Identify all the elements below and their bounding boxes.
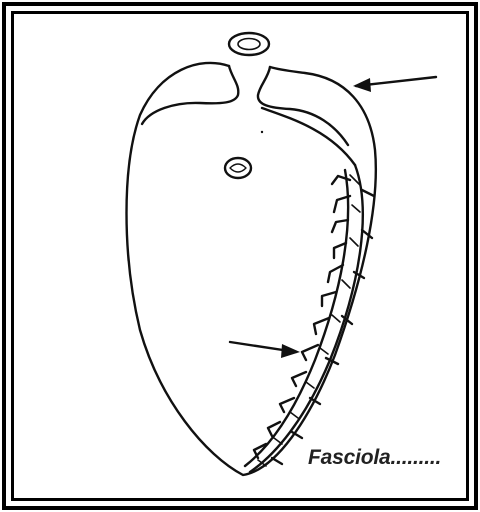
arrow-to-branch	[230, 342, 300, 358]
arrow-to-tegument	[353, 77, 436, 92]
small-dot	[261, 131, 263, 133]
body-outline	[127, 63, 376, 475]
oral-sucker	[229, 33, 269, 55]
vessel-branches	[254, 176, 374, 464]
ventral-sucker	[225, 158, 251, 178]
oral-neck-right	[258, 67, 348, 145]
species-caption: Fasciola.........	[308, 446, 441, 470]
oral-neck-left	[142, 66, 238, 124]
